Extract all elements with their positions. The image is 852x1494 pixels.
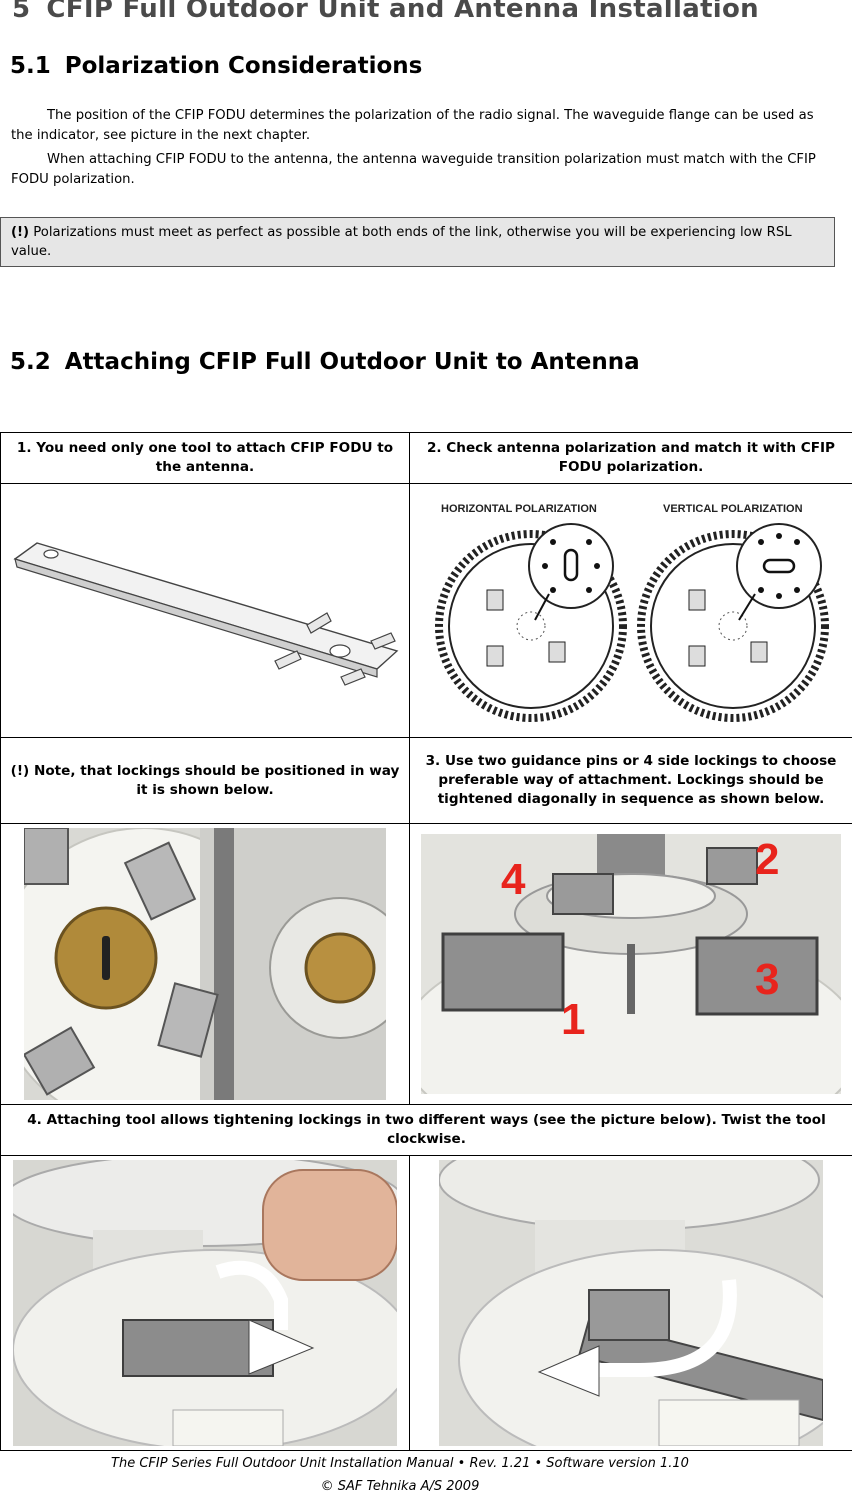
step-4-caption: 4. Attaching tool allows tightening lock…: [0, 1104, 852, 1156]
vertical-polarization-label: VERTICAL POLARIZATION: [663, 503, 803, 515]
lockings-note-caption: (!) Note, that lockings should be positi…: [0, 737, 410, 824]
tightening-photo-right: [439, 1160, 823, 1446]
footer-manual-title: The CFIP Series Full Outdoor Unit Instal…: [111, 1456, 689, 1471]
subsection-number: 5.1: [10, 53, 51, 79]
subsection-heading-5-2: 5.2 Attaching CFIP Full Outdoor Unit to …: [10, 349, 640, 375]
paragraph-polarization-match: When attaching CFIP FODU to the antenna,…: [11, 152, 816, 187]
section-title: CFIP Full Outdoor Unit and Antenna Insta…: [46, 0, 759, 24]
step-1-caption: 1. You need only one tool to attach CFIP…: [0, 432, 410, 484]
tightening-photo-right-cell: [409, 1155, 852, 1451]
tightening-photo-left: [13, 1160, 397, 1446]
sequence-number-1: 1: [561, 995, 585, 1044]
horizontal-polarization-label: HORIZONTAL POLARIZATION: [441, 503, 597, 515]
lockings-photo: [24, 828, 386, 1100]
paragraph-polarization-position: The position of the CFIP FODU determines…: [11, 108, 814, 143]
attaching-tool-illustration: [13, 541, 399, 686]
subsection-heading-5-1: 5.1 Polarization Considerations: [10, 53, 422, 79]
polarization-figure: HORIZONTAL POLARIZATION VERTICAL POLARIZ…: [409, 483, 852, 738]
note-marker: (!): [11, 225, 30, 240]
section-heading: 5 CFIP Full Outdoor Unit and Antenna Inst…: [12, 0, 759, 24]
note-box: (!) Polarizations must meet as perfect a…: [0, 217, 835, 267]
step-2-caption: 2. Check antenna polarization and match …: [409, 432, 852, 484]
sequence-number-2: 2: [755, 835, 779, 884]
horizontal-unit-drawing: [435, 522, 627, 722]
locking-sequence-photo: 1 2 3 4: [421, 834, 841, 1094]
footer-copyright: © SAF Tehnika A/S 2009: [320, 1479, 480, 1494]
subsection-title: Polarization Considerations: [64, 53, 423, 79]
vertical-unit-drawing: [637, 522, 829, 722]
section-number: 5: [12, 0, 31, 24]
installation-steps-table: 1. You need only one tool to attach CFIP…: [0, 432, 852, 1451]
tightening-photo-left-cell: [0, 1155, 410, 1451]
attaching-tool-figure: [0, 483, 410, 738]
subsection-title: Attaching CFIP Full Outdoor Unit to Ante…: [64, 349, 640, 375]
lockings-photo-cell: [0, 823, 410, 1105]
locking-sequence-photo-cell: 1 2 3 4: [409, 823, 852, 1105]
subsection-number: 5.2: [10, 349, 51, 375]
polarization-illustration: HORIZONTAL POLARIZATION VERTICAL POLARIZ…: [435, 503, 829, 722]
sequence-number-3: 3: [755, 955, 779, 1004]
sequence-number-4: 4: [501, 855, 526, 904]
step-3-caption: 3. Use two guidance pins or 4 side locki…: [409, 737, 852, 824]
note-text: Polarizations must meet as perfect as po…: [11, 225, 792, 259]
